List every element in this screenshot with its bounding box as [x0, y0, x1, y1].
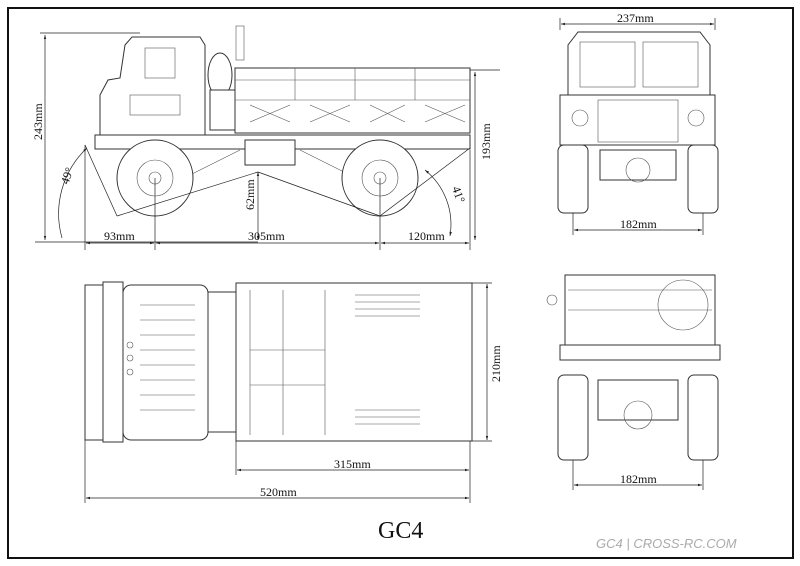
- front-view: 237mm 182mm: [557, 11, 719, 235]
- truck-side-outline: [94, 25, 471, 217]
- top-width-label: 210mm: [489, 345, 503, 382]
- rear-overhang-label: 120mm: [408, 229, 445, 243]
- departure-angle-label: 41°: [449, 184, 468, 205]
- top-view: 210mm 315mm 520mm: [84, 281, 503, 503]
- bed-length-label: 315mm: [334, 457, 371, 471]
- ground-clearance-label: 62mm: [243, 179, 257, 210]
- front-width-label: 237mm: [617, 11, 654, 25]
- rear-track-label: 182mm: [620, 472, 657, 486]
- side-view: 243mm 193mm 49° 41° 62mm 93mm 305mm 120m…: [31, 25, 500, 250]
- watermark: GC4 | CROSS-RC.COM: [596, 536, 737, 551]
- front-track-label: 182mm: [620, 217, 657, 231]
- bed-height-label: 193mm: [479, 123, 493, 160]
- front-overhang-label: 93mm: [104, 229, 135, 243]
- overall-height-label: 243mm: [31, 103, 45, 140]
- rear-view: 182mm: [546, 274, 721, 490]
- model-title: GC4: [378, 518, 423, 544]
- overall-length-label: 520mm: [260, 485, 297, 499]
- approach-angle-label: 49°: [58, 165, 77, 186]
- wheelbase-label: 305mm: [248, 229, 285, 243]
- drawing-frame: [7, 7, 794, 559]
